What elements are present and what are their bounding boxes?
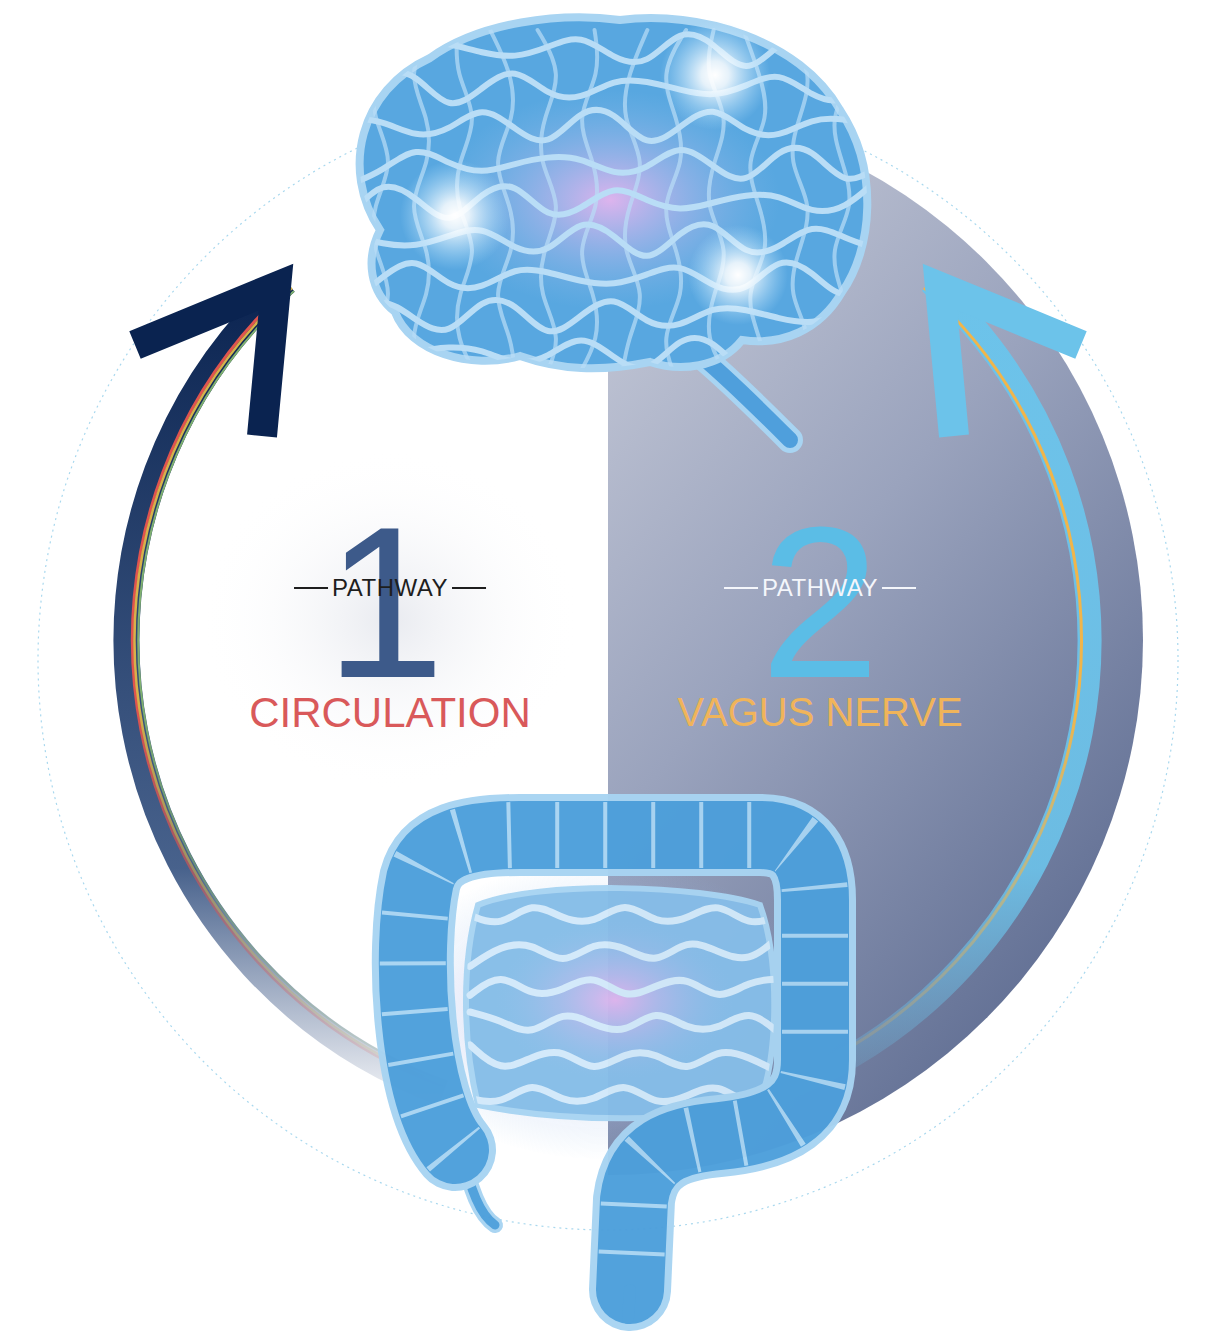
brain-fold — [828, 30, 850, 382]
outer-ring — [38, 90, 1178, 1230]
brain-fold — [574, 30, 597, 382]
brain-fold — [372, 30, 396, 382]
intestine-loop — [470, 979, 780, 995]
brain-fold — [350, 34, 878, 66]
brain-fold — [350, 338, 878, 369]
pathway-caption: PATHWAY — [724, 576, 916, 600]
pathway-number: 2 — [760, 495, 880, 710]
intestine-illustration — [380, 835, 820, 1318]
brain-fold — [621, 30, 647, 382]
text-glow — [200, 450, 580, 790]
pathway-number: 1 — [325, 495, 445, 710]
brain-illustration — [350, 17, 878, 440]
intestine-loop — [470, 936, 780, 967]
brain-fold — [787, 30, 808, 382]
intestine-loop — [470, 1045, 780, 1073]
pathway-name: VAGUS NERVE — [677, 692, 962, 732]
brain-fold — [538, 30, 556, 382]
pathway-name: CIRCULATION — [249, 692, 531, 734]
pathway-caption: PATHWAY — [294, 576, 486, 600]
intestine-loop — [470, 907, 780, 921]
brain-fold — [350, 65, 878, 111]
intestine-loop — [470, 1012, 780, 1034]
